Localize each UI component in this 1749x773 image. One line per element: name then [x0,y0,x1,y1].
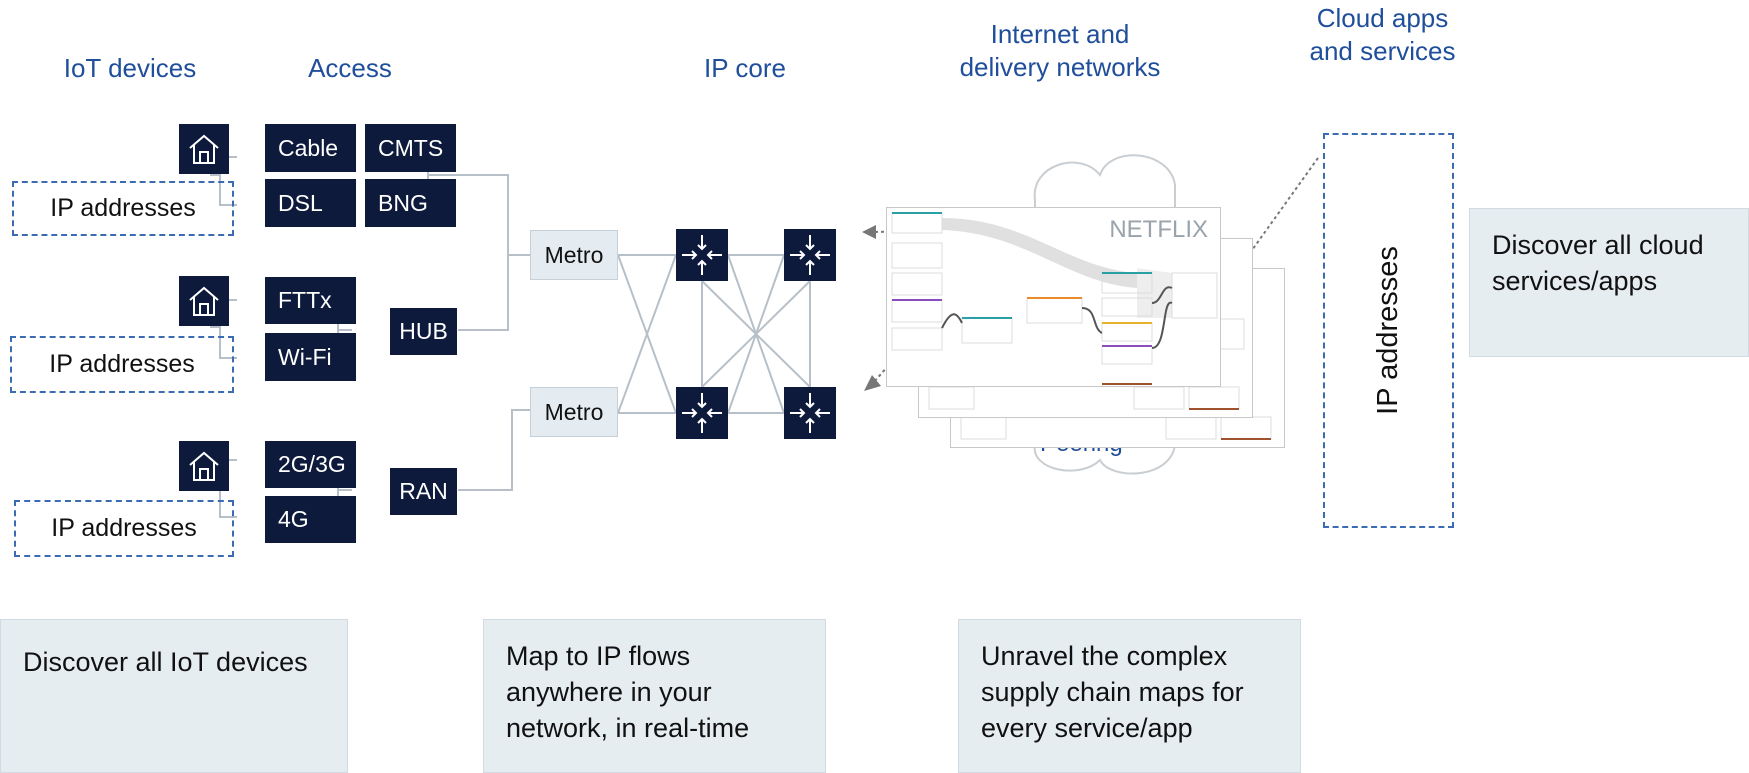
router-icon [676,229,728,281]
metro-node-bottom: Metro [530,387,618,437]
callout-supply-chain: Unravel the complex supply chain maps fo… [958,619,1301,773]
2g3g-node: 2G/3G [265,441,356,488]
heading-ip-core: IP core [704,53,786,83]
home-icon [179,124,229,174]
ran-node: RAN [390,468,457,515]
ip-addresses-box-2: IP addresses [10,336,234,393]
router-icon [676,387,728,439]
home-icon [179,441,229,491]
heading-internet-delivery: Internet and delivery networks [959,19,1161,82]
ip-addresses-box-3: IP addresses [14,500,234,557]
fttx-node: FTTx [265,277,356,324]
ip-addresses-box-1: IP addresses [12,181,234,236]
bng-node: BNG [365,179,456,227]
4g-node: 4G [265,496,356,543]
dsl-node: DSL [265,179,356,227]
supply-chain-map-card-1: NETFLIX [886,207,1221,387]
metro-node-top: Metro [530,230,618,280]
heading-cloud-apps: Cloud apps and services [1309,3,1456,66]
router-icon [784,229,836,281]
wifi-node: Wi-Fi [265,333,356,381]
cloud-ip-addresses-box: IP addresses [1323,133,1454,528]
callout-discover-iot: Discover all IoT devices [0,619,348,773]
router-icon [784,387,836,439]
home-icon [179,276,229,326]
callout-discover-cloud: Discover all cloud services/apps [1469,208,1749,357]
callout-map-ip-flows: Map to IP flows anywhere in your network… [483,619,826,773]
heading-access: Access [308,53,392,83]
hub-node: HUB [390,308,457,355]
cmts-node: CMTS [365,124,456,172]
cable-node: Cable [265,124,356,172]
heading-iot-devices: IoT devices [63,53,197,83]
netflix-label: NETFLIX [1109,216,1208,243]
cloud-ip-addresses-label: IP addresses [1372,246,1405,415]
